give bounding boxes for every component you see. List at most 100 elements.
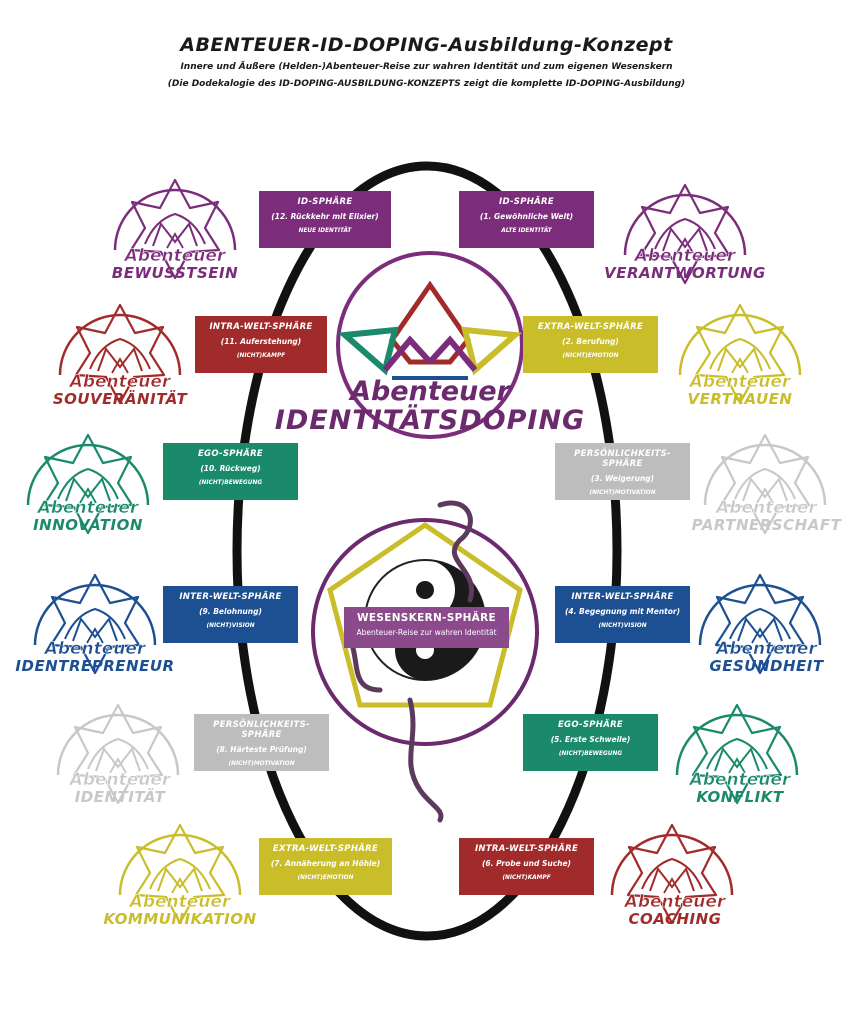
sphere-box-3: PERSÖNLICHKEITS-SPHÄRE (3. Weigerung) (N…: [555, 443, 690, 500]
sphere-stage: (2. Berufung): [562, 337, 619, 346]
emblem-konflikt: [675, 703, 799, 805]
sphere-title: EGO-SPHÄRE: [557, 720, 624, 730]
center-title-word1: Abenteuer: [350, 376, 510, 407]
sphere-stage: (6. Probe und Suche): [482, 859, 571, 868]
sphere-title: PERSÖNLICHKEITS-SPHÄRE: [574, 449, 671, 469]
sphere-stage: (12. Rückkehr mit Elixier): [271, 212, 379, 221]
sphere-note: (NICHT)MOTIVATION: [589, 490, 656, 496]
emblem-word2: GESUNDHEIT: [709, 657, 824, 675]
core-subtitle: Abenteuer-Reise zur wahren Identität: [356, 628, 497, 637]
emblem-word2: KOMMUNIKATION: [103, 910, 257, 928]
sphere-box-9: INTER-WELT-SPHÄRE (9. Belohnung) (NICHT)…: [163, 586, 298, 643]
sphere-note: (NICHT)BEWEGUNG: [558, 751, 623, 757]
emblem-word1: Abenteuer: [689, 770, 791, 790]
sphere-note: (NICHT)VISION: [206, 623, 255, 629]
emblem-word2: INNOVATION: [33, 516, 143, 534]
emblem-caption-verantwortung: Abenteuer VERANTWORTUNG: [585, 247, 785, 282]
sphere-box-10: EGO-SPHÄRE (10. Rückweg) (NICHT)BEWEGUNG: [163, 443, 298, 500]
sphere-stage: (4. Begegnung mit Mentor): [564, 607, 681, 616]
emblem-word2: VERTRAUEN: [687, 390, 793, 408]
emblem-word1: Abenteuer: [689, 372, 791, 392]
sphere-title: EXTRA-WELT-SPHÄRE: [537, 322, 644, 332]
emblem-vertrauen: [678, 303, 802, 405]
sphere-note: (NICHT)MOTIVATION: [228, 761, 295, 767]
emblem-caption-konflikt: Abenteuer KONFLIKT: [645, 771, 835, 806]
sphere-title: EGO-SPHÄRE: [197, 449, 264, 459]
emblem-word1: Abenteuer: [37, 498, 139, 518]
sphere-title: EXTRA-WELT-SPHÄRE: [272, 844, 379, 854]
sphere-note: (NICHT)KAMPF: [236, 353, 286, 359]
emblem-word2: COACHING: [628, 910, 722, 928]
sphere-title: PERSÖNLICHKEITS-SPHÄRE: [213, 720, 310, 740]
sphere-stage: (3. Weigerung): [590, 474, 655, 483]
central-lotus-icon: [336, 251, 524, 439]
sphere-note: (NICHT)EMOTION: [562, 353, 619, 359]
sphere-box-12: ID-SPHÄRE (12. Rückkehr mit Elixier) NEU…: [259, 191, 391, 248]
sphere-box-8: PERSÖNLICHKEITS-SPHÄRE (8. Härteste Prüf…: [194, 714, 329, 771]
sphere-box-6: INTRA-WELT-SPHÄRE (6. Probe und Suche) (…: [459, 838, 594, 895]
sphere-title: ID-SPHÄRE: [297, 197, 353, 207]
emblem-word2: IDENTITÄT: [74, 788, 166, 806]
sphere-stage: (9. Belohnung): [199, 607, 262, 616]
sphere-note: (NICHT)BEWEGUNG: [198, 480, 263, 486]
sphere-box-4: INTER-WELT-SPHÄRE (4. Begegnung mit Ment…: [555, 586, 690, 643]
sphere-stage: (1. Gewöhnliche Welt): [479, 212, 574, 221]
emblem-caption-identitaet: Abenteuer IDENTITÄT: [25, 771, 215, 806]
sphere-note: NEUE IDENTITÄT: [298, 228, 352, 234]
emblem-word2: SOUVERÄNITÄT: [52, 390, 188, 408]
sphere-box-1: ID-SPHÄRE (1. Gewöhnliche Welt) ALTE IDE…: [459, 191, 594, 248]
emblem-gesundheit: [698, 573, 822, 675]
emblem-caption-kommunikation: Abenteuer KOMMUNIKATION: [80, 893, 280, 928]
sphere-stage: (5. Erste Schwelle): [550, 735, 631, 744]
emblem-word2: IDENTREPRENEUR: [15, 657, 175, 675]
emblem-word2: PARTNERSCHAFT: [691, 516, 842, 534]
emblem-partnerschaft: [703, 433, 827, 535]
emblem-identrepreneur: [33, 573, 157, 675]
emblem-identitaet: [56, 703, 180, 805]
emblem-coaching: [610, 823, 734, 925]
emblem-caption-partnerschaft: Abenteuer PARTNERSCHAFT: [680, 499, 853, 534]
emblem-word1: Abenteuer: [129, 892, 231, 912]
emblem-souveraenitaet: [58, 303, 182, 405]
emblem-caption-identrepreneur: Abenteuer IDENTREPRENEUR: [0, 640, 190, 675]
emblem-word2: VERANTWORTUNG: [604, 264, 766, 282]
emblem-caption-bewusstsein: Abenteuer BEWUSSTSEIN: [80, 247, 270, 282]
emblem-word1: Abenteuer: [69, 770, 171, 790]
emblem-caption-innovation: Abenteuer INNOVATION: [0, 499, 176, 534]
emblem-bewusstsein: [113, 178, 237, 280]
emblem-word1: Abenteuer: [44, 639, 146, 659]
emblem-word1: Abenteuer: [716, 639, 817, 659]
emblem-caption-coaching: Abenteuer COACHING: [580, 893, 770, 928]
sphere-stage: (11. Auferstehung): [220, 337, 302, 346]
sphere-stage: (8. Härteste Prüfung): [216, 745, 307, 754]
sphere-title: INTRA-WELT-SPHÄRE: [209, 322, 313, 332]
sphere-note: (NICHT)KAMPF: [502, 875, 551, 881]
sphere-title: INTER-WELT-SPHÄRE: [571, 592, 674, 602]
sphere-box-11: INTRA-WELT-SPHÄRE (11. Auferstehung) (NI…: [195, 316, 327, 373]
emblem-word1: Abenteuer: [69, 372, 171, 392]
sphere-note: (NICHT)EMOTION: [297, 875, 354, 881]
emblem-innovation: [26, 433, 150, 535]
sphere-stage: (7. Annäherung an Höhle): [270, 859, 381, 868]
sphere-note: (NICHT)VISION: [598, 623, 647, 629]
emblem-word1: Abenteuer: [124, 246, 226, 266]
sphere-box-5: EGO-SPHÄRE (5. Erste Schwelle) (NICHT)BE…: [523, 714, 658, 771]
emblem-word2: BEWUSSTSEIN: [111, 264, 239, 282]
emblem-word1: Abenteuer: [634, 246, 736, 266]
page-title: ABENTEUER-ID-DOPING-Ausbildung-Konzept: [180, 34, 673, 56]
emblem-verantwortung: [623, 183, 747, 285]
page-note: (Die Dodekalogie des ID-DOPING-AUSBILDUN…: [167, 79, 686, 89]
emblem-caption-gesundheit: Abenteuer GESUNDHEIT: [680, 640, 853, 675]
sphere-title: INTER-WELT-SPHÄRE: [179, 592, 282, 602]
emblem-kommunikation: [118, 823, 242, 925]
core-sphere-label: WESENSKERN-SPHÄRE Abenteuer-Reise zur wa…: [344, 607, 509, 648]
emblem-word1: Abenteuer: [624, 892, 726, 912]
emblem-word1: Abenteuer: [716, 498, 817, 518]
sphere-box-2: EXTRA-WELT-SPHÄRE (2. Berufung) (NICHT)E…: [523, 316, 658, 373]
sphere-stage: (10. Rückweg): [200, 464, 261, 473]
sphere-title: ID-SPHÄRE: [499, 197, 554, 207]
sphere-box-7: EXTRA-WELT-SPHÄRE (7. Annäherung an Höhl…: [259, 838, 392, 895]
journey-ring: [232, 161, 622, 941]
sphere-note: ALTE IDENTITÄT: [501, 228, 552, 234]
sphere-title: INTRA-WELT-SPHÄRE: [474, 844, 579, 854]
